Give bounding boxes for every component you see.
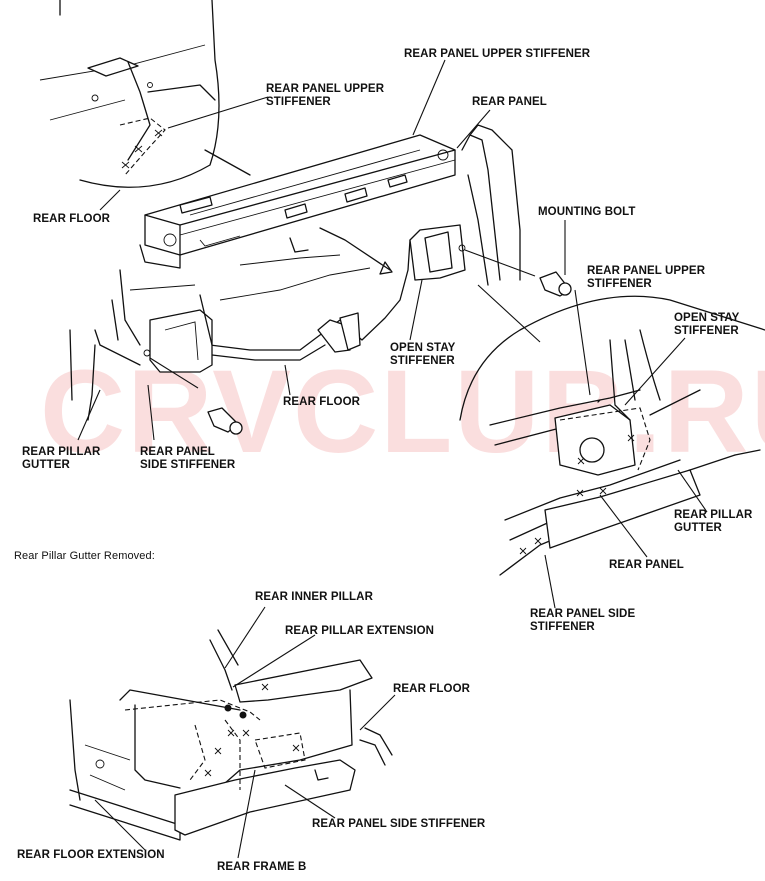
label-rear-floor-extension: REAR FLOOR EXTENSION [17, 849, 165, 861]
label-mounting-bolt: MOUNTING BOLT [538, 206, 636, 218]
label-rear-panel-top: REAR PANEL [472, 96, 547, 108]
label-rear-floor-left: REAR FLOOR [33, 213, 111, 225]
right-panel-assembly [409, 124, 572, 297]
label-open-stay-stiffener-center: OPEN STAY STIFFENER [390, 342, 456, 367]
label-rear-floor-bottom: REAR FLOOR [393, 683, 471, 695]
label-rear-floor-center: REAR FLOOR [283, 396, 361, 408]
detail-circle-top-left [39, 0, 251, 188]
label-rear-panel-side-stiffener-bottom: REAR PANEL SIDE STIFFENER [312, 818, 486, 830]
label-rear-inner-pillar: REAR INNER PILLAR [255, 591, 373, 603]
bottom-detail-view [69, 629, 393, 841]
label-rear-pillar-gutter-right: REAR PILLAR GUTTER [674, 509, 753, 534]
label-rear-panel-upper-stiffener-left: REAR PANEL UPPER STIFFENER [266, 83, 385, 108]
label-rear-panel-right: REAR PANEL [609, 559, 684, 571]
left-pillar-assembly [69, 294, 243, 435]
label-rear-pillar-gutter-left: REAR PILLAR GUTTER [22, 446, 101, 471]
label-rear-pillar-extension: REAR PILLAR EXTENSION [285, 625, 435, 637]
label-rear-panel-upper-stiffener-top: REAR PANEL UPPER STIFFENER [404, 48, 591, 60]
upper-stiffener-beam [139, 134, 456, 269]
label-rear-panel-side-stiffener-left: REAR PANEL SIDE STIFFENER [140, 446, 236, 471]
rear-floor-main [111, 227, 411, 361]
detail-circle-right [459, 295, 765, 576]
label-open-stay-stiffener-right: OPEN STAY STIFFENER [674, 312, 740, 337]
label-rear-frame-b: REAR FRAME B [217, 861, 307, 873]
label-rear-panel-side-stiffener-right: REAR PANEL SIDE STIFFENER [530, 608, 636, 633]
label-rear-panel-upper-stiffener-right: REAR PANEL UPPER STIFFENER [587, 265, 706, 290]
callout-leaders [77, 59, 708, 859]
section-title: Rear Pillar Gutter Removed: [14, 550, 155, 562]
